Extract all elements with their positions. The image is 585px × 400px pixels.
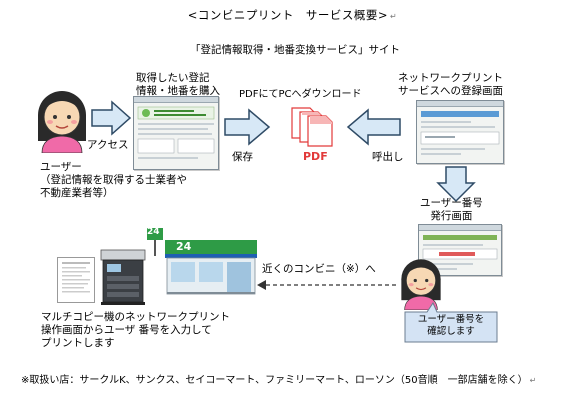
user-person-icon xyxy=(38,91,86,153)
call-arrow xyxy=(346,108,401,146)
multicopy-description: マルチコピー機のネットワークプリント 操作画面からユーザ 番号を入力して プリン… xyxy=(41,311,230,350)
acquire-label: 取得したい登記 情報・地番を購入 xyxy=(136,72,220,97)
save-label: 保存 xyxy=(232,151,253,163)
access-label: アクセス xyxy=(87,139,129,151)
multicopy-machine-icon xyxy=(100,249,146,305)
dashed-arrow-to-store xyxy=(257,280,396,290)
access-arrow xyxy=(91,100,132,136)
user-person-icon-2 xyxy=(401,259,441,310)
save-arrow xyxy=(224,108,271,146)
call-label: 呼出し xyxy=(372,151,404,163)
user-number-screen-label: ユーザー番号 発行画面 xyxy=(420,197,483,222)
down-arrow xyxy=(436,166,476,203)
printed-sheet xyxy=(57,257,95,303)
speech-bubble-shape xyxy=(404,302,498,343)
nearby-store-label: 近くのコンビニ（※）へ xyxy=(262,263,376,275)
pdf-label: PDF xyxy=(303,150,328,163)
site-screenshot xyxy=(133,96,219,170)
page-title: <コンビニプリント サービス概要>↵ xyxy=(187,8,398,22)
pdf-document-icon xyxy=(291,107,333,147)
pdf-download-label: PDFにてPCへダウンロード xyxy=(239,89,362,100)
footnote: ※取扱い店：サークルK、サンクス、セイコーマート、ファミリーマート、ローソン（5… xyxy=(21,375,537,386)
site-label: 「登記情報取得・地番変換サービス」サイト xyxy=(190,44,400,56)
user-description: ユーザー （登記情報を取得する士業者や 不動産業者等） xyxy=(40,161,187,200)
convenience-store-illustration xyxy=(147,228,257,295)
confirm-bubble-text: ユーザー番号を 確認します xyxy=(417,314,485,337)
network-print-screenshot xyxy=(416,100,504,164)
store-sign: 24 xyxy=(176,240,192,253)
store-pole-sign: 24 xyxy=(147,227,160,237)
network-print-register-label: ネットワークプリント サービスへの登録画面 xyxy=(398,72,503,97)
